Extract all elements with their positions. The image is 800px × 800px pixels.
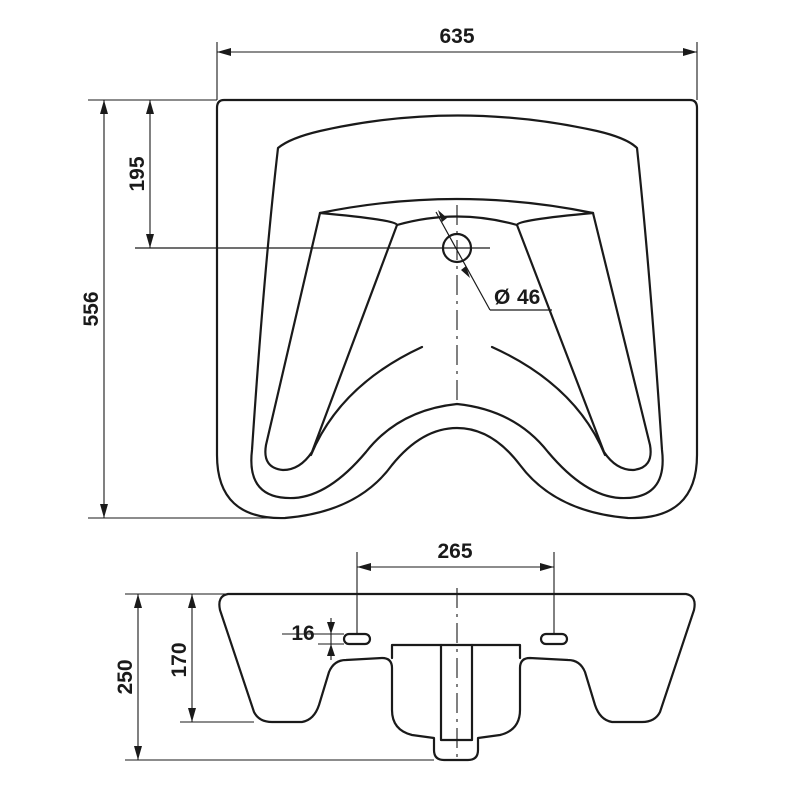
dimension-16: 16 <box>282 618 344 660</box>
diameter-leader <box>435 211 491 311</box>
fixing-hole-right <box>539 632 569 646</box>
basin-inner-curve-left <box>309 345 424 457</box>
basin-back-shelf <box>318 197 595 215</box>
basin-front-outline <box>218 592 696 762</box>
basin-inner-curve-right <box>490 345 607 457</box>
basin-bowl-rim <box>250 114 664 500</box>
dimension-265: 265 <box>356 540 555 634</box>
basin-front-view <box>218 588 696 762</box>
basin-front-bowl <box>390 643 522 660</box>
diameter-arrow-2 <box>461 266 470 278</box>
diameter-value: 46 <box>517 286 540 309</box>
dimension-250: 250 <box>114 593 434 761</box>
diameter-symbol: Ø <box>494 286 510 309</box>
diameter-arrow-1 <box>438 210 447 222</box>
basin-outer-outline <box>215 98 699 520</box>
dimension-556-label: 556 <box>80 291 103 326</box>
dimension-556: 556 <box>80 99 285 519</box>
fixing-hole-left <box>342 632 372 646</box>
basin-top-view <box>135 98 699 520</box>
dimension-635: 635 <box>216 25 698 100</box>
basin-right-armrest <box>515 211 652 472</box>
dimension-250-label: 250 <box>114 659 137 694</box>
basin-back-shelf-front <box>318 211 595 227</box>
dimension-16-label: 16 <box>291 622 314 645</box>
dimension-635-label: 635 <box>439 25 474 48</box>
dimension-265-label: 265 <box>437 540 472 563</box>
dimension-diameter: Ø 46 <box>494 286 540 309</box>
basin-left-armrest <box>264 211 399 472</box>
dimension-195-label: 195 <box>126 156 149 191</box>
dimension-170-label: 170 <box>168 642 191 677</box>
dimension-195: 195 <box>126 100 154 248</box>
dimension-170: 170 <box>168 594 254 723</box>
